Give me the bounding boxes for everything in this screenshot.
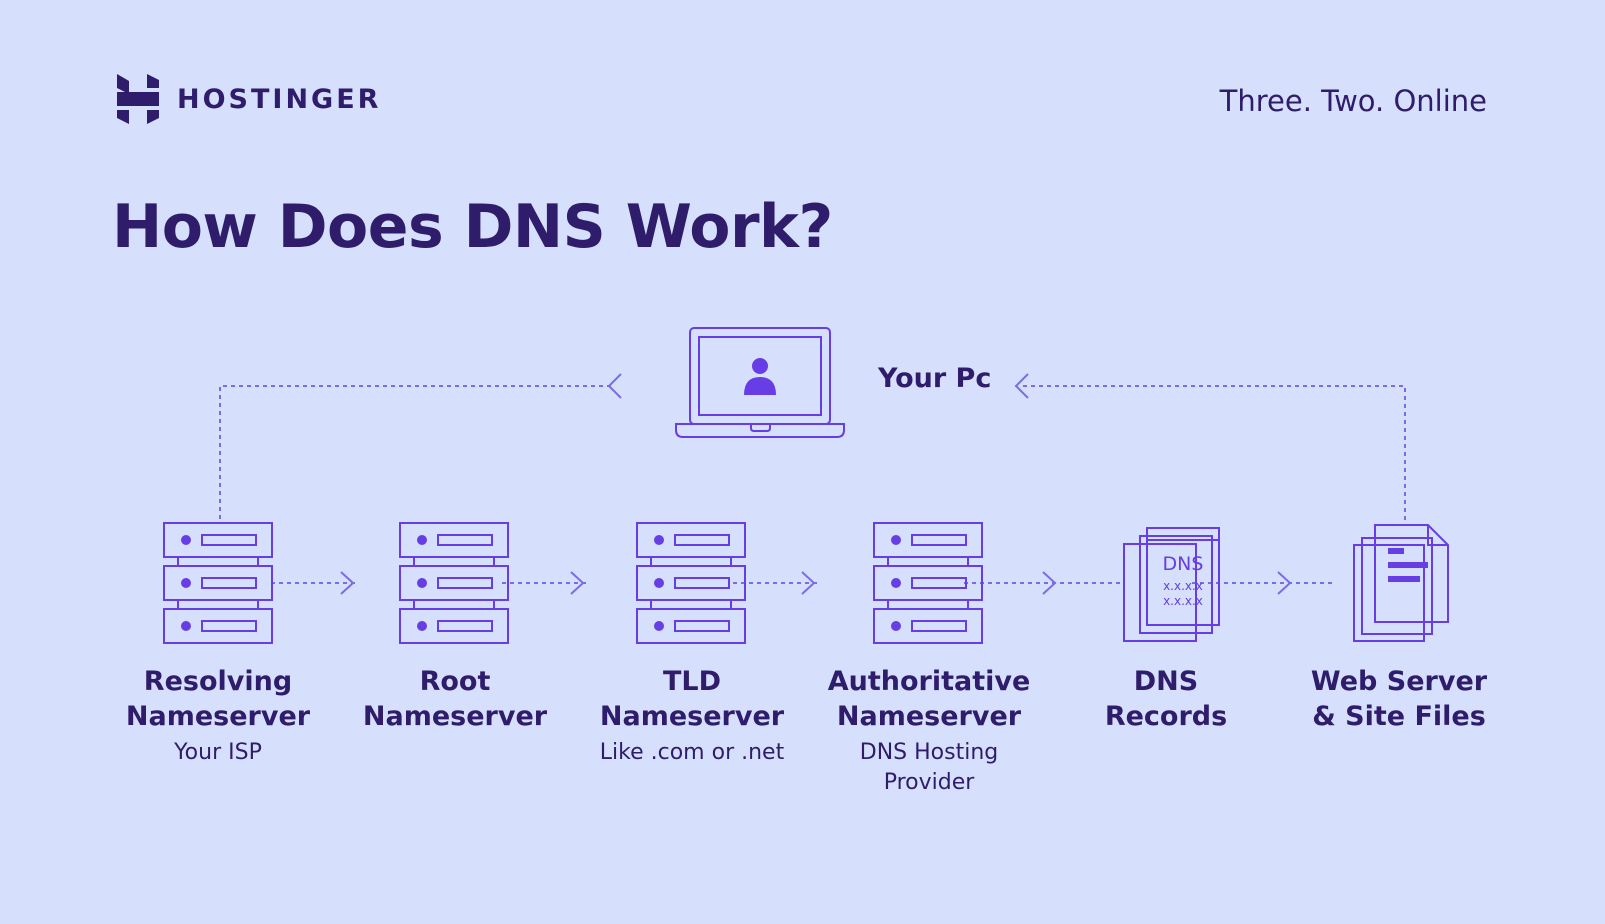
server-stack-icon (399, 522, 509, 644)
server-led (181, 578, 191, 588)
laptop-base (675, 423, 845, 438)
server-led (654, 535, 664, 545)
node-title: Resolving Nameserver (125, 666, 311, 732)
node-tld-nameserver: TLD Nameserver Like .com or .net (577, 664, 807, 768)
node-title: Authoritative Nameserver (827, 666, 1031, 732)
server-led (181, 535, 191, 545)
node-dns-records: DNS Records (1051, 664, 1281, 738)
server-stack-icon (636, 522, 746, 644)
server-led (891, 578, 901, 588)
server-unit (399, 522, 509, 558)
laptop-user-icon (675, 327, 845, 438)
server-stack-icon (163, 522, 273, 644)
page-back (1123, 543, 1197, 642)
arrow-right-icon (801, 571, 816, 595)
node-title: Root Nameserver (362, 666, 548, 732)
node-authoritative-nameserver: Authoritative Nameserver DNS Hosting Pro… (814, 664, 1044, 798)
server-unit (636, 522, 746, 558)
arrow-left-icon (607, 373, 622, 399)
arrow-left-icon (1014, 373, 1029, 399)
server-unit (399, 565, 509, 601)
dns-card-heading: DNS (1163, 553, 1204, 575)
text-line (1388, 548, 1404, 554)
server-slot (201, 534, 257, 546)
arrow-right-icon (570, 571, 585, 595)
arrow-right-icon (1042, 571, 1057, 595)
text-line (1388, 576, 1420, 582)
dns-card-line: x.x.x.x (1163, 579, 1203, 593)
brand-tagline: Three. Two. Online (1219, 84, 1487, 118)
server-slot (437, 620, 493, 632)
page-front (1374, 524, 1449, 623)
brand-logo: HOSTINGER (117, 74, 381, 124)
user-body (744, 377, 776, 395)
node-resolving-nameserver: Resolving Nameserver Your ISP (103, 664, 333, 768)
server-unit (163, 608, 273, 644)
hostinger-logo-icon (117, 74, 159, 124)
laptop-screen (689, 327, 831, 425)
server-unit (636, 608, 746, 644)
page-middle (1139, 535, 1213, 634)
text-line (1388, 562, 1428, 568)
arrow-right-icon (1277, 571, 1292, 595)
response-path-line (1022, 385, 1406, 520)
page-middle (1361, 537, 1433, 635)
page-front (1146, 527, 1220, 626)
laptop-display (698, 336, 822, 416)
dns-records-icon: DNS x.x.x.xx.x.x.x (1123, 527, 1220, 642)
server-slot (911, 620, 967, 632)
site-files-icon (1353, 524, 1449, 642)
server-slot (911, 534, 967, 546)
server-slot (674, 620, 730, 632)
node-subtitle: Like .com or .net (599, 740, 785, 765)
page-back (1353, 544, 1425, 642)
server-slot (437, 577, 493, 589)
server-led (417, 578, 427, 588)
node-web-server: Web Server & Site Files (1284, 664, 1514, 738)
node-subtitle: Your ISP (174, 740, 262, 765)
server-led (654, 578, 664, 588)
laptop-notch (750, 424, 771, 432)
server-stack-icon (873, 522, 983, 644)
server-slot (674, 534, 730, 546)
server-led (417, 621, 427, 631)
user-head (752, 358, 768, 374)
server-unit (399, 608, 509, 644)
server-unit (163, 522, 273, 558)
server-slot (201, 620, 257, 632)
node-root-nameserver: Root Nameserver (340, 664, 570, 738)
node-title: Web Server & Site Files (1310, 666, 1488, 732)
return-paths (219, 373, 1406, 520)
server-led (417, 535, 427, 545)
server-slot (674, 577, 730, 589)
page-fold (1427, 525, 1448, 546)
server-slot (911, 577, 967, 589)
server-unit (873, 608, 983, 644)
server-led (181, 621, 191, 631)
page-title: How Does DNS Work? (112, 192, 833, 262)
server-unit (163, 565, 273, 601)
dns-card-line: x.x.x.x (1163, 594, 1203, 608)
server-slot (437, 534, 493, 546)
server-unit (873, 522, 983, 558)
server-led (891, 535, 901, 545)
node-title: DNS Records (1104, 666, 1228, 732)
server-unit (873, 565, 983, 601)
brand-name: HOSTINGER (177, 83, 382, 115)
arrow-right-icon (340, 571, 355, 595)
node-subtitle: DNS Hosting Provider (859, 740, 999, 795)
flow-connectors (271, 571, 1335, 595)
query-path-line (219, 385, 612, 519)
server-slot (201, 577, 257, 589)
client-label: Your Pc (878, 363, 992, 394)
server-unit (636, 565, 746, 601)
server-led (891, 621, 901, 631)
server-led (654, 621, 664, 631)
node-title: TLD Nameserver (599, 666, 785, 732)
